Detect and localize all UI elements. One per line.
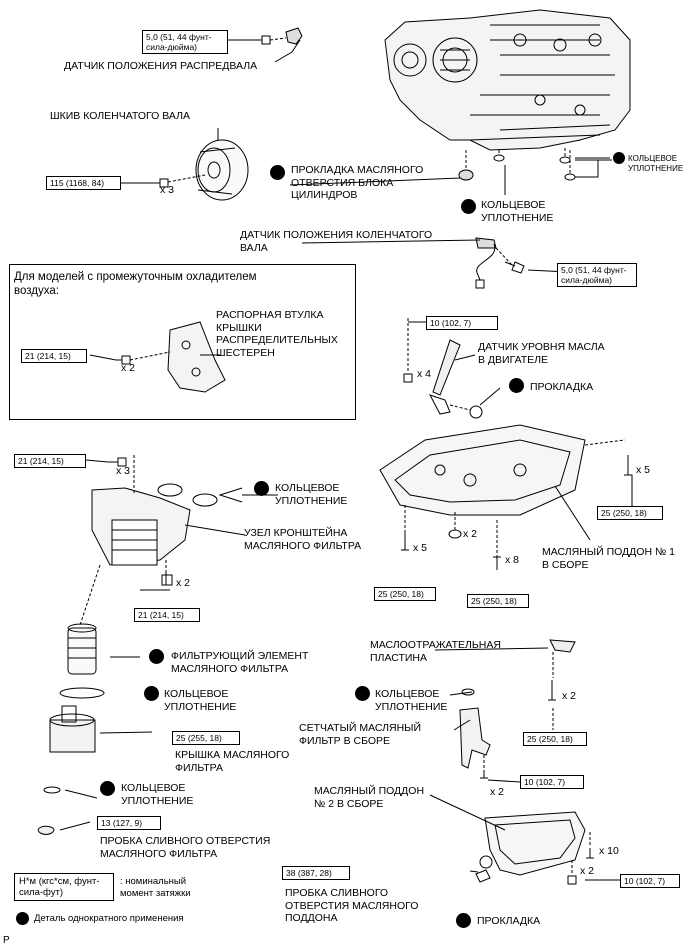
label-camshaft-sensor: ДАТЧИК ПОЛОЖЕНИЯ РАСПРЕДВАЛА <box>64 60 258 72</box>
multiplier-spacer: x 2 <box>121 362 136 374</box>
camshaft-sensor-drawing <box>248 27 303 45</box>
legend-torque-description: : номинальный момент затяжки <box>120 876 191 899</box>
label-oring-cap: КОЛЬЦЕВОЕ УПЛОТНЕНИЕ <box>121 782 194 807</box>
torque-filter-cap: 25 (255, 18) <box>172 731 240 745</box>
multiplier-pan1-mid8: x 8 <box>505 554 520 566</box>
strainer-drawing <box>459 688 491 779</box>
multiplier-pan2-10: x 10 <box>599 845 619 857</box>
label-drain-plug-pan: ПРОБКА СЛИВНОГО ОТВЕРСТИЯ МАСЛЯНОГО ПОДД… <box>285 887 419 924</box>
single-use-marker-gasket-pan <box>456 913 471 928</box>
oil-level-sensor-drawing <box>403 318 483 419</box>
intercooler-note: Для моделей с промежуточным охладителем … <box>14 271 257 297</box>
single-use-marker-oring-bracket <box>254 481 269 496</box>
label-oring-strainer: КОЛЬЦЕВОЕ УПЛОТНЕНИЕ <box>375 688 448 713</box>
label-oil-pan-1: МАСЛЯНЫЙ ПОДДОН № 1 В СБОРЕ <box>542 546 675 571</box>
torque-pan1-right: 25 (250, 18) <box>597 506 663 520</box>
intercooler-frame <box>9 264 356 420</box>
multiplier-pulley: x 3 <box>160 184 175 196</box>
torque-crank-sensor: 5,0 (51, 44 фунт- сила-дюйма) <box>557 263 637 287</box>
label-oring-bracket: КОЛЬЦЕВОЕ УПЛОТНЕНИЕ <box>275 482 348 507</box>
crank-pulley-drawing <box>150 139 249 201</box>
label-filter-cap: КРЫШКА МАСЛЯНОГО ФИЛЬТРА <box>175 749 290 774</box>
torque-drain-filter: 13 (127, 9) <box>97 816 161 830</box>
torque-pan2: 10 (102, 7) <box>620 874 680 888</box>
label-oil-pan-2: МАСЛЯНЫЙ ПОДДОН № 2 В СБОРЕ <box>314 785 425 810</box>
multiplier-pan2-2: x 2 <box>580 865 595 877</box>
oil-pan-1-drawing <box>379 424 633 570</box>
multiplier-pan1-mid2: x 2 <box>463 528 478 540</box>
page-letter: P <box>3 935 10 946</box>
legend-single-use-marker <box>16 912 29 925</box>
label-baffle: МАСЛООТРАЖАТЕЛЬНАЯ ПЛАСТИНА <box>370 639 501 664</box>
engine-block-drawing <box>384 9 631 151</box>
single-use-marker-gasket-sensor <box>509 378 524 393</box>
label-oring-filter: КОЛЬЦЕВОЕ УПЛОТНЕНИЕ <box>164 688 237 713</box>
single-use-marker-oring-cap <box>100 781 115 796</box>
filter-cap-drawing <box>37 705 96 835</box>
torque-camshaft-sensor: 5,0 (51, 44 фунт- сила-дюйма) <box>142 30 228 54</box>
crank-sensor-drawing <box>475 237 525 289</box>
multiplier-strainer: x 2 <box>490 786 505 798</box>
torque-baffle: 25 (250, 18) <box>523 732 587 746</box>
label-crank-pulley: ШКИВ КОЛЕНЧАТОГО ВАЛА <box>50 110 190 122</box>
torque-level-sensor: 10 (102, 7) <box>426 316 498 330</box>
multiplier-bracket-top: x 3 <box>116 465 131 477</box>
torque-bracket-top: 21 (214, 15) <box>14 454 86 468</box>
legend-single-use-text: Деталь однократного применения <box>34 913 184 924</box>
filter-element-drawing <box>59 623 105 699</box>
multiplier-pan1-left: x 5 <box>413 542 428 554</box>
single-use-marker-oring-block-small <box>613 152 625 164</box>
single-use-marker-block-gasket <box>270 165 285 180</box>
multiplier-baffle: x 2 <box>562 690 577 702</box>
filter-bracket-drawing <box>79 455 218 626</box>
label-spacer: РАСПОРНАЯ ВТУЛКА КРЫШКИ РАСПРЕДЕЛИТЕЛЬНЫ… <box>216 309 338 359</box>
label-block-gasket: ПРОКЛАДКА МАСЛЯНОГО ОТВЕРСТИЯ БЛОКА ЦИЛИ… <box>291 164 424 201</box>
oil-pan-2-drawing <box>475 811 594 885</box>
label-drain-plug-filter: ПРОБКА СЛИВНОГО ОТВЕРСТИЯ МАСЛЯНОГО ФИЛЬ… <box>100 835 271 860</box>
label-filter-element: ФИЛЬТРУЮЩИЙ ЭЛЕМЕНТ МАСЛЯНОГО ФИЛЬТРА <box>171 650 309 675</box>
baffle-plate-drawing <box>548 639 576 730</box>
label-oring-block: КОЛЬЦЕВОЕ УПЛОТНЕНИЕ <box>481 199 554 224</box>
label-crank-sensor: ДАТЧИК ПОЛОЖЕНИЯ КОЛЕНЧАТОГО ВАЛА <box>240 229 433 254</box>
torque-crank-pulley: 115 (1168, 84) <box>46 176 121 190</box>
multiplier-pan1-right: x 5 <box>636 464 651 476</box>
torque-bracket-bottom: 21 (214, 15) <box>134 608 200 622</box>
single-use-marker-oring-strainer <box>355 686 370 701</box>
spacer-drawing <box>116 321 226 393</box>
multiplier-bracket-bottom: x 2 <box>176 577 191 589</box>
torque-pan1-mid: 25 (250, 18) <box>467 594 529 608</box>
label-gasket-pan: ПРОКЛАДКА <box>477 915 541 927</box>
single-use-marker-filter-element <box>149 649 164 664</box>
single-use-marker-oring-filter <box>144 686 159 701</box>
label-oring-block-small: КОЛЬЦЕВОЕ УПЛОТНЕНИЕ <box>628 154 684 173</box>
label-oil-level-sensor: ДАТЧИК УРОВНЯ МАСЛА В ДВИГАТЕЛЕ <box>478 341 605 366</box>
label-gasket-sensor: ПРОКЛАДКА <box>530 381 594 393</box>
torque-strainer: 10 (102, 7) <box>520 775 584 789</box>
legend-torque-unit: Н*м (кгс*см, фунт- сила-фут) <box>14 873 114 901</box>
torque-spacer: 21 (214, 15) <box>21 349 87 363</box>
label-filter-bracket: УЗЕЛ КРОНШТЕЙНА МАСЛЯНОГО ФИЛЬТРА <box>244 527 362 552</box>
torque-drain-pan: 38 (387, 28) <box>282 866 350 880</box>
torque-pan1-left: 25 (250, 18) <box>374 587 436 601</box>
multiplier-level: x 4 <box>417 368 432 380</box>
label-strainer: СЕТЧАТЫЙ МАСЛЯНЫЙ ФИЛЬТР В СБОРЕ <box>299 722 422 747</box>
single-use-marker-oring-block <box>461 199 476 214</box>
